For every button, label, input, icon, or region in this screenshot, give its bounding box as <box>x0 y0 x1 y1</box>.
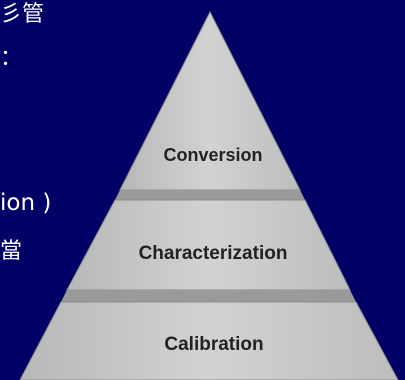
slide-text-line-3: ion ) <box>0 190 52 216</box>
tier-label-calibration: Calibration <box>164 334 263 355</box>
slide-text-line-4: 當 <box>0 239 23 264</box>
tier-label-characterization: Characterization <box>139 243 288 264</box>
tier-label-conversion: Conversion <box>163 145 262 165</box>
pyramid-tier-bottom <box>19 301 399 380</box>
tier-divider-top <box>115 190 305 200</box>
slide-text-line-2: ： <box>0 46 23 71</box>
tier-divider-middle <box>61 290 356 302</box>
slide-text-line-1: 彡管 <box>0 2 45 27</box>
